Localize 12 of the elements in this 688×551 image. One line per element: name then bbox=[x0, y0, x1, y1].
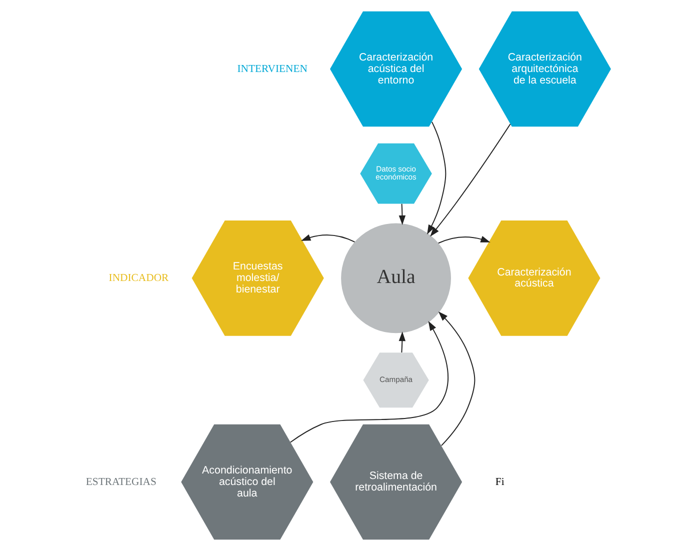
arrow bbox=[398, 203, 406, 226]
arrow bbox=[430, 124, 510, 237]
arrow bbox=[438, 311, 475, 446]
arrow bbox=[300, 234, 355, 242]
arrow bbox=[437, 236, 490, 244]
arrow bbox=[289, 320, 448, 443]
arrow bbox=[426, 121, 446, 235]
label: INTERVIENEN bbox=[236, 62, 307, 75]
label: Fi bbox=[494, 476, 504, 488]
label: ESTRATEGIAS bbox=[85, 476, 156, 488]
arrow bbox=[398, 331, 406, 353]
label: INDICADOR bbox=[108, 272, 168, 284]
